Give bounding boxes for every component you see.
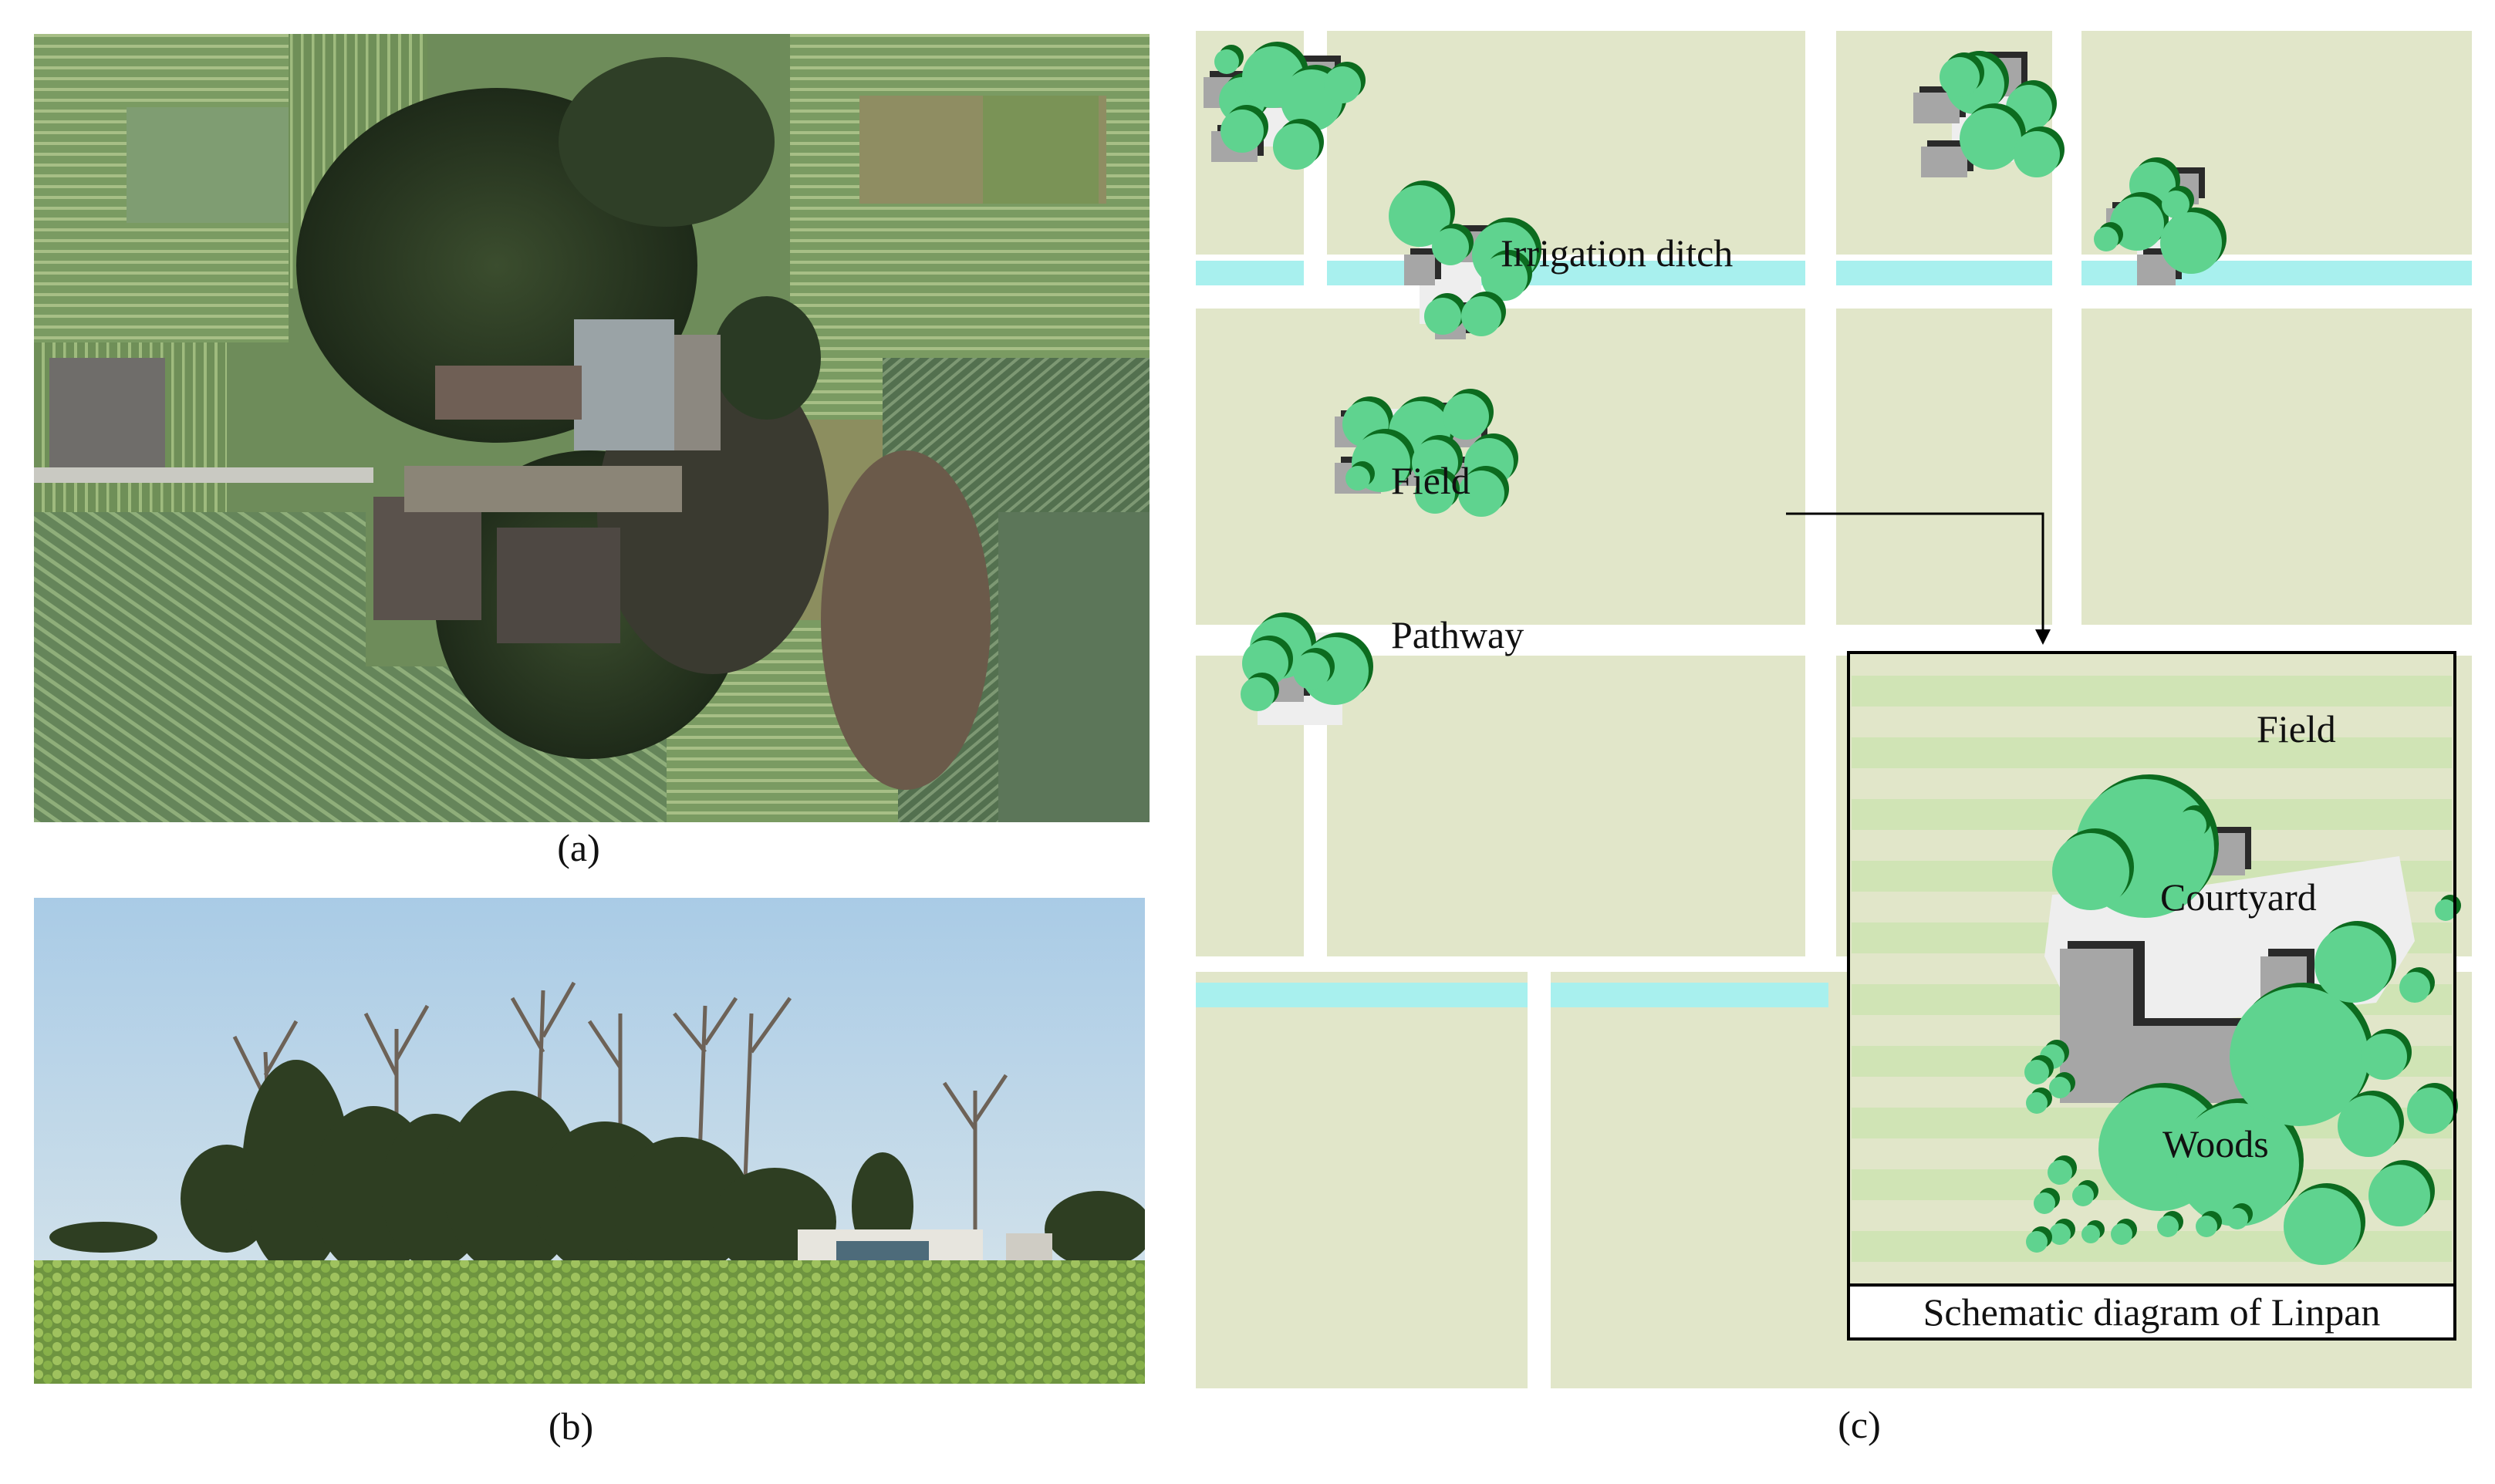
tree: [2157, 1216, 2179, 1237]
linpan-schematic: Irrigation ditch Field Pathway Field Cou…: [1196, 31, 2472, 1388]
tree: [1241, 677, 1275, 711]
linpan-cluster: [1389, 180, 1541, 339]
tree: [1220, 110, 1264, 153]
tree: [1443, 393, 1489, 440]
linpan-clusters: [1204, 42, 2227, 725]
aerial-buildings: [373, 319, 721, 643]
field-plots: [34, 34, 1150, 822]
tree: [2072, 1185, 2094, 1206]
tree: [2048, 1160, 2072, 1185]
tree: [2094, 227, 2119, 251]
linpan-cluster: [1204, 42, 1366, 170]
tree: [2052, 833, 2129, 910]
tree: [2368, 1165, 2430, 1226]
tree: [1461, 296, 1501, 336]
tree: [2338, 1095, 2399, 1157]
field-stripe: [1852, 737, 2452, 768]
label-field: Field: [1391, 459, 1470, 502]
tree: [1273, 123, 1319, 170]
tree: [1389, 185, 1450, 247]
tree: [1345, 466, 1370, 491]
tree: [1424, 298, 1461, 335]
field-stripe: [1852, 676, 2452, 707]
tree: [1481, 255, 1528, 301]
tree: [1432, 228, 1469, 265]
crop-field: [34, 1260, 1145, 1384]
tree: [2014, 131, 2060, 177]
aerial-photo: [34, 34, 1150, 822]
tree: [2034, 1192, 2055, 1214]
tree: [1293, 653, 1330, 690]
tree: [2314, 926, 2392, 1003]
tree: [2110, 197, 2164, 251]
tree: [1960, 108, 2021, 170]
building: [1921, 147, 1967, 177]
linpan-cluster: [1335, 389, 1518, 517]
linpan-cluster: [2094, 157, 2227, 285]
label-inset-field: Field: [2257, 707, 2336, 750]
label-courtyard: Courtyard: [2160, 875, 2317, 919]
tree: [2227, 1208, 2248, 1229]
tree: [2435, 899, 2456, 921]
label-irrigation-ditch: Irrigation ditch: [1501, 231, 1733, 275]
caption-b: (b): [548, 1405, 594, 1448]
linpan-cluster: [1241, 612, 1373, 725]
tree: [2111, 1223, 2132, 1245]
ground-photo: [34, 898, 1145, 1384]
tree: [1324, 66, 1361, 103]
tree: [2230, 987, 2368, 1126]
label-pathway: Pathway: [1391, 613, 1524, 656]
tree: [2049, 1223, 2071, 1245]
tree: [2407, 1088, 2453, 1134]
tree: [2024, 1060, 2049, 1084]
tree: [1940, 57, 1980, 97]
tree: [2399, 972, 2430, 1003]
tree: [2176, 810, 2206, 841]
tree: [2196, 1216, 2217, 1237]
caption-a: (a): [557, 826, 600, 869]
tree: [2160, 212, 2222, 274]
tree: [2026, 1231, 2048, 1253]
tree: [1458, 470, 1504, 517]
linpan-inset: [1847, 651, 2461, 1341]
tree: [2026, 1092, 2048, 1114]
tree: [2361, 1034, 2407, 1080]
tree: [2162, 191, 2189, 218]
tree: [1214, 49, 1239, 74]
road: [34, 467, 373, 483]
tree: [2176, 1103, 2299, 1226]
label-woods: Woods: [2162, 1122, 2269, 1165]
field-blocks: [1196, 31, 2472, 1388]
building: [1404, 255, 1435, 285]
linpan-cluster: [1913, 51, 2065, 177]
tree: [1415, 474, 1455, 514]
connector-arrow: [1786, 512, 2051, 645]
caption-c: (c): [1838, 1403, 1881, 1446]
tree: [2049, 1077, 2071, 1098]
tree: [2284, 1188, 2361, 1265]
tree: [2081, 1225, 2100, 1243]
inset-title: Schematic diagram of Linpan: [1923, 1290, 2381, 1334]
